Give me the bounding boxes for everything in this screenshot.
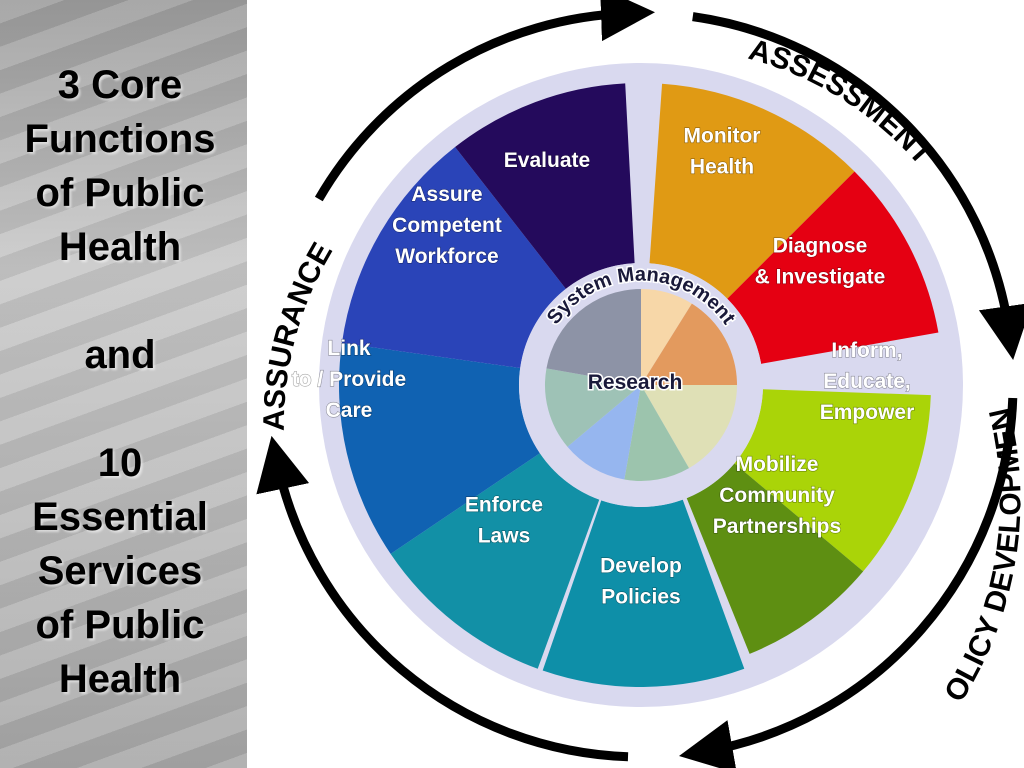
title-line: Health xyxy=(58,657,182,701)
center-slice xyxy=(641,303,737,385)
label-inform-educate-empower: Inform,Educate,Empower xyxy=(820,339,915,424)
cycle-arrows xyxy=(256,0,1024,768)
cycle-arrow xyxy=(679,397,1018,768)
cycle-arrow xyxy=(256,435,629,762)
center-slice xyxy=(641,289,692,385)
title-line: of Public xyxy=(35,603,205,647)
center-slice xyxy=(545,368,641,447)
center-slice xyxy=(546,289,641,385)
title-line: and xyxy=(84,333,156,377)
title-line: 3 Core xyxy=(57,63,183,107)
wedge-assure-competent-workforce xyxy=(341,147,566,369)
center-slice xyxy=(624,385,689,481)
wedge-inform-educate-empower xyxy=(734,389,931,572)
title-line: Essential xyxy=(32,495,208,539)
title-line: Health xyxy=(58,225,182,269)
wedge-diagnose-investigate xyxy=(727,171,939,364)
wedge-monitor-health xyxy=(649,83,855,299)
title-line: Services xyxy=(37,549,203,593)
label-evaluate: Evaluate xyxy=(504,149,590,172)
wedge-mobilize-community-partnerships xyxy=(686,463,864,654)
label-diagnose-investigate: Diagnose& Investigate xyxy=(755,235,886,289)
title-line: 10 xyxy=(97,441,143,485)
wedge-develop-policies xyxy=(542,499,745,687)
center-slice xyxy=(567,385,641,480)
wedge-evaluate xyxy=(455,83,635,289)
title-panel: 3 Core Functions of Public Health and 10… xyxy=(0,0,247,768)
wedge-enforce-laws xyxy=(390,453,600,669)
title-line xyxy=(0,382,240,436)
cycle-arrow xyxy=(314,0,656,202)
slide-title: 3 Core Functions of Public Health and 10… xyxy=(0,58,240,706)
center-slice xyxy=(641,385,737,469)
wedge-link-provide-care xyxy=(339,342,540,554)
title-line xyxy=(0,274,240,328)
cycle-arrow xyxy=(692,12,1024,360)
title-line: of Public xyxy=(35,171,205,215)
title-line: Functions xyxy=(24,117,216,161)
research-label: Research xyxy=(588,371,683,394)
center-disc xyxy=(519,263,763,507)
service-wedges xyxy=(339,83,939,687)
